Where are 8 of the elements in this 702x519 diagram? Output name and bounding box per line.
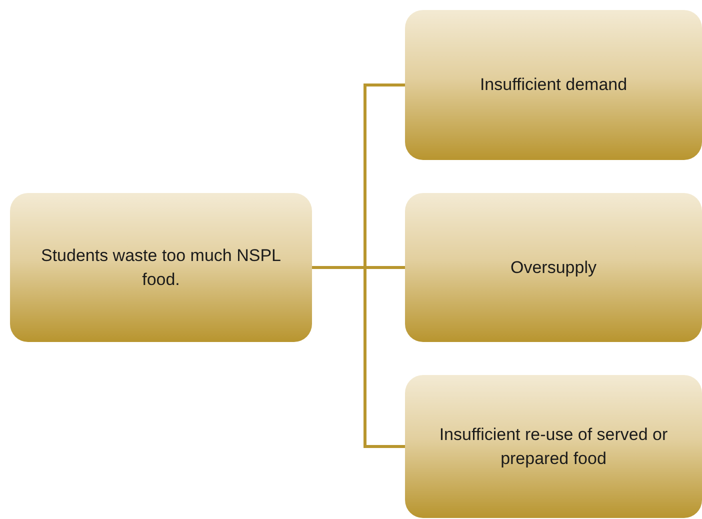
process-box <box>405 375 702 518</box>
node-text: Insufficient demand <box>480 74 628 96</box>
process-box <box>10 193 312 342</box>
node-text: Students waste too much NSPL food. <box>40 244 282 290</box>
process-box <box>405 10 702 160</box>
node-text: Oversupply <box>510 256 596 279</box>
node-text: Insufficient re-use of served or prepared food <box>438 424 669 470</box>
process-box <box>405 193 702 342</box>
